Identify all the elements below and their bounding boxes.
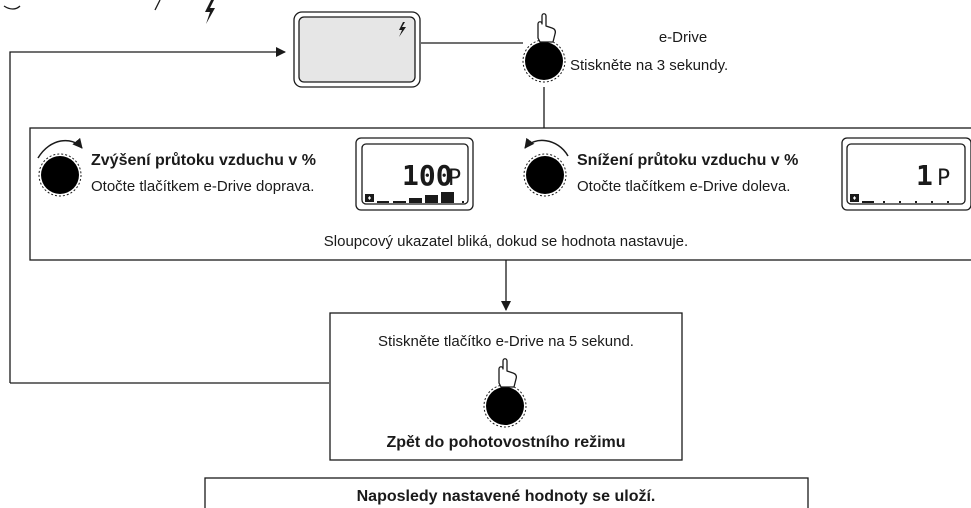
- increase-level-bars: [377, 192, 464, 203]
- increase-section: Zvýšení průtoku vzduchu v % Otočte tlačí…: [37, 137, 474, 211]
- top-instruction: Stiskněte na 3 sekundy.: [570, 57, 728, 74]
- rotate-counterclockwise-icon: [524, 137, 569, 157]
- level-bar: [393, 201, 406, 203]
- increase-instruction: Otočte tlačítkem e-Drive doprava.: [91, 178, 314, 195]
- increase-knob[interactable]: [37, 137, 83, 197]
- top-knob[interactable]: [522, 13, 566, 83]
- confirm-result: Zpět do pohotovostního režimu: [386, 434, 625, 451]
- level-bar: [409, 198, 422, 203]
- settings-panel: [29, 127, 971, 261]
- fan-icon: [365, 194, 374, 202]
- level-bar: [377, 201, 389, 203]
- increase-display-value: 100: [402, 159, 453, 192]
- connector-lines: [9, 42, 545, 384]
- confirm-knob[interactable]: [483, 358, 527, 428]
- blink-note: Sloupcový ukazatel bliká, dokud se hodno…: [324, 233, 688, 250]
- decrease-section: Snížení průtoku vzduchu v % Otočte tlačí…: [523, 137, 971, 211]
- level-bar: [947, 201, 949, 203]
- hand-press-icon: [537, 13, 557, 43]
- fan-icon: [850, 194, 859, 202]
- increase-heading: Zvýšení průtoku vzduchu v %: [91, 152, 316, 169]
- level-bar: [883, 201, 885, 203]
- decrease-display-value: 1: [916, 159, 933, 192]
- footer-note-box: Naposledy nastavené hodnoty se uloží.: [204, 477, 809, 508]
- decrease-instruction: Otočte tlačítkem e-Drive doleva.: [577, 178, 790, 195]
- increase-display-unit: P: [448, 166, 461, 191]
- hand-press-icon: [498, 358, 518, 388]
- level-bar: [441, 192, 454, 203]
- decrease-level-bars: [862, 201, 949, 203]
- lightning-icon: [205, 0, 215, 24]
- level-bar: [915, 201, 917, 203]
- level-bar: [862, 201, 874, 203]
- decrease-display: 1 P: [841, 137, 971, 211]
- decrease-display-unit: P: [937, 166, 950, 191]
- increase-display: 100 P: [355, 137, 474, 211]
- level-bar: [462, 201, 464, 203]
- confirm-box: Stiskněte tlačítko e-Drive na 5 sekund. …: [329, 312, 683, 461]
- footer-note: Naposledy nastavené hodnoty se uloží.: [357, 488, 656, 505]
- level-bar: [899, 201, 901, 203]
- confirm-instruction: Stiskněte tlačítko e-Drive na 5 sekund.: [378, 333, 634, 350]
- level-bar: [931, 201, 933, 203]
- top-left-fragment: [3, 0, 215, 24]
- display-lightning-icon: [399, 22, 406, 37]
- decrease-heading: Snížení průtoku vzduchu v %: [577, 152, 798, 169]
- decrease-knob[interactable]: [523, 137, 569, 197]
- rotate-clockwise-icon: [37, 137, 83, 159]
- standby-display: [293, 11, 421, 88]
- top-title: e-Drive: [659, 29, 707, 46]
- level-bar: [425, 195, 438, 203]
